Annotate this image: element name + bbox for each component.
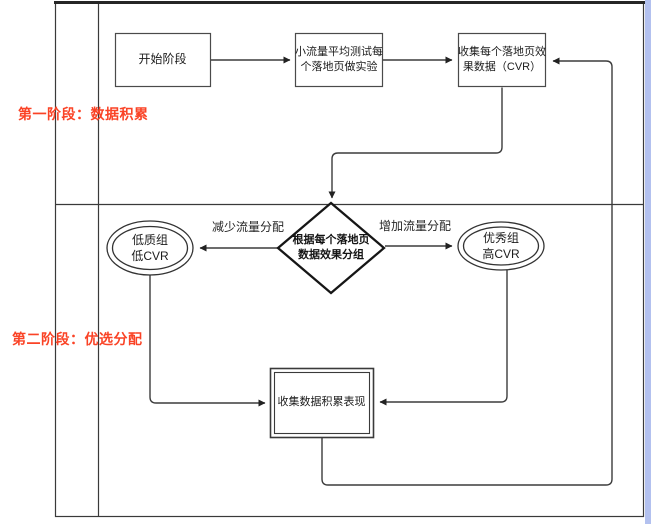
node-start-label[interactable]: 开始阶段 (138, 52, 187, 67)
node-high-group-shape[interactable] (457, 221, 545, 271)
canvas-edge-strip (645, 0, 651, 524)
node-collect-cvr-label[interactable]: 收集每个落地页效 果数据（CVR） (458, 46, 546, 73)
node-start-shape[interactable] (114, 32, 212, 88)
phase2-label[interactable]: 第二阶段：优选分配 (12, 331, 143, 347)
phase1-label[interactable]: 第一阶段：数据积累 (18, 106, 149, 122)
node-decision-diamond-shape[interactable] (276, 201, 386, 295)
node-collect-cvr-shape[interactable] (457, 32, 547, 88)
connector-low-group-to-accumulate[interactable] (149, 275, 266, 407)
connector-collect-to-decision[interactable] (328, 87, 503, 199)
node-test-shape[interactable] (294, 32, 384, 88)
connector-feedback-loop[interactable] (321, 57, 613, 486)
node-low-group-shape[interactable] (106, 220, 194, 276)
node-test-label[interactable]: 小流量平均测试每 个落地页做实验 (295, 46, 383, 73)
node-accumulate-shape[interactable] (269, 367, 375, 439)
node-accumulate-label[interactable]: 收集数据积累表现 (277, 396, 366, 409)
node-decision-label[interactable]: 根据每个落地页 数据效果分组 (292, 234, 370, 261)
edge-label-decrease-traffic[interactable]: 减少流量分配 (212, 220, 285, 235)
node-high-group-label[interactable]: 优秀组 高CVR (482, 230, 520, 261)
node-low-group-label[interactable]: 低质组 低CVR (131, 232, 169, 263)
connector-high-group-to-accumulate[interactable] (379, 270, 508, 406)
edge-label-increase-traffic[interactable]: 增加流量分配 (379, 219, 452, 234)
